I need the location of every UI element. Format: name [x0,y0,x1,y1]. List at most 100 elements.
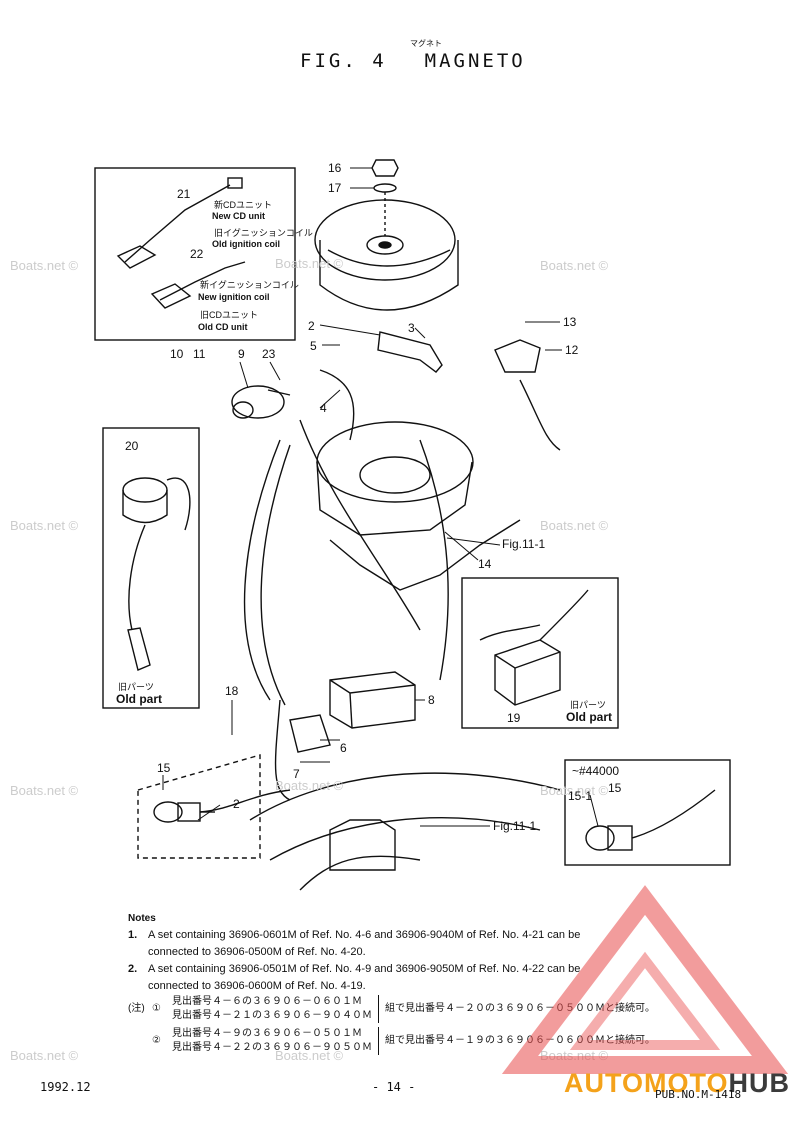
jp-note-1-mark: ① [152,1003,161,1014]
jp-note-2-a: 見出番号４－９の３６９０６－０５０１Ｍ [172,1028,362,1039]
notes-block: Notes 1. A set containing 36906-0601M of… [128,910,668,995]
jp-note-1-b: 見出番号４－２１の３６９０６－９０４０Ｍ [172,1010,372,1021]
brand-part-1: AUTOMOTO [563,1068,729,1098]
stator-base [316,421,521,591]
watermark: Boats.net © [10,783,79,798]
label-new-cd-en: New CD unit [212,211,265,221]
callout-2: 2 [308,319,315,333]
note-1-text-b: connected to 36906-0500M of Ref. No. 4-2… [148,946,366,958]
switch-15-1 [585,789,716,851]
wiring-harness [199,369,561,813]
jp-note-1-c: 組で見出番号４－２０の３６９０６－０５００Ｍと接続可。 [385,1003,655,1014]
japanese-notes: (注) ① 見出番号４－６の３６９０６－０６０１Ｍ 見出番号４－２１の３６９０６… [128,995,668,1055]
old-ignition-coil [122,477,191,671]
old-cd-unit [479,589,589,706]
callout-fig11-1-upper: Fig.11-1 [502,537,545,551]
callout-12: 12 [565,343,579,357]
cd-unit [289,671,416,753]
footer-date: 1992.12 [40,1080,91,1094]
rectifier [494,339,541,373]
title-furigana: マグネト [410,39,442,48]
watermark: Boats.net © [10,258,79,273]
note-2: 2. A set containing 36906-0501M of Ref. … [128,961,668,978]
label-old-coil-en: Old ignition coil [212,239,280,249]
label-new-coil-en: New ignition coil [198,292,270,302]
engine-lower-outline [249,772,561,891]
note-1-cont: connected to 36906-0500M of Ref. No. 4-2… [128,944,668,961]
note-1-num: 1. [128,929,138,941]
watermark: Boats.net © [540,783,609,798]
page-title: FIG. 4 MAGNETO [300,50,526,72]
jp-note-2-b: 見出番号４－２２の３６９０６－９０５０Ｍ [172,1042,372,1053]
old-part-jp-2: 旧パーツ [570,700,606,710]
bracket [377,331,443,373]
note-2-cont: connected to 36906-0600M of Ref. No. 4-1… [128,978,668,995]
brand-triangle-logo [501,885,789,1074]
jp-note-1-a: 見出番号４－６の３６９０６－０６０１Ｍ [172,996,362,1007]
jp-note-2: ② 見出番号４－９の３６９０６－０５０１Ｍ 見出番号４－２２の３６９０６－９０５… [128,1027,668,1055]
inset-box-old-coil [102,427,200,709]
callout-8: 8 [428,693,435,707]
note-2-num: 2. [128,963,138,975]
callout-19: 19 [507,711,521,725]
fig-title: MAGNETO [424,50,526,72]
brand-wordmark: AUTOMOTOHUB [564,1068,790,1099]
callout-fig11-1-lower: Fig.11-1 [493,819,536,833]
callout-23: 23 [262,347,276,361]
callout-9: 9 [238,347,245,361]
inset-box-15 [137,754,261,859]
footer-pub: PUB.NO.M-1418 [655,1088,742,1101]
watermark: Boats.net © [540,258,609,273]
jp-note-1: (注) ① 見出番号４－６の３６９０６－０６０１Ｍ 見出番号４－２１の３６９０６… [128,995,668,1023]
old-part-labels: 旧パーツ Old part 旧パーツ Old part [116,682,612,724]
callout-20: 20 [125,439,139,453]
notes-heading: Notes [128,913,156,924]
callout-7: 7 [293,767,300,781]
inset-box-44000 [564,759,731,866]
jp-note-2-c: 組で見出番号４－１９の３６９０６－０６００Ｍと接続可。 [385,1035,655,1046]
watermarks: Boats.net © Boats.net © Boats.net © Boat… [10,256,609,1063]
label-new-coil-jp: 新イグニッションコイル [200,279,299,290]
old-part-en-2: Old part [566,710,612,724]
callout-44000: ~#44000 [572,764,619,778]
fig-label: FIG. 4 [300,50,387,72]
watermark: Boats.net © [540,518,609,533]
footer-page: - 14 - [372,1080,416,1094]
note-2-text-a: A set containing 36906-0501M of Ref. No.… [148,963,581,975]
callout-14: 14 [478,557,492,571]
label-old-cd-en: Old CD unit [198,322,248,332]
watermark: Boats.net © [275,778,344,793]
inset-wire-21 [116,177,243,269]
callout-21: 21 [177,187,191,201]
callout-2-lower: 2 [233,797,240,811]
callout-15: 15 [157,761,171,775]
callout-11: 11 [193,347,206,361]
watermark: Boats.net © [275,1048,344,1063]
brand-part-2: HUB [728,1068,790,1098]
note-1: 1. A set containing 36906-0601M of Ref. … [128,927,668,944]
inset-wire-22 [150,261,246,309]
watermark: Boats.net © [275,256,344,271]
callout-13: 13 [563,315,577,329]
callout-15-upper: 15 [608,781,622,795]
watermark: Boats.net © [10,1048,79,1063]
callouts: 16 17 21 22 2 3 13 12 5 10 11 9 23 4 20 … [125,161,622,833]
callout-6: 6 [340,741,347,755]
label-old-cd-jp: 旧CDユニット [200,310,258,320]
callout-16: 16 [328,161,342,175]
callout-5: 5 [310,339,317,353]
callout-15-1: 15-1 [568,789,592,803]
switch-15 [153,801,215,823]
inset-box-old-cd-unit [461,577,619,729]
jp-note-head: (注) [128,1003,145,1014]
old-part-jp: 旧パーツ [118,682,154,692]
flywheel-nut [371,159,399,236]
callout-18: 18 [225,684,239,698]
callout-17: 17 [328,181,342,195]
callout-10: 10 [170,347,184,361]
note-1-text-a: A set containing 36906-0601M of Ref. No.… [148,929,581,941]
inset-top-labels: 新CDユニット New CD unit 旧イグニッションコイル Old igni… [198,199,313,332]
watermark: Boats.net © [10,518,79,533]
old-part-en: Old part [116,692,162,706]
flywheel [314,199,459,311]
